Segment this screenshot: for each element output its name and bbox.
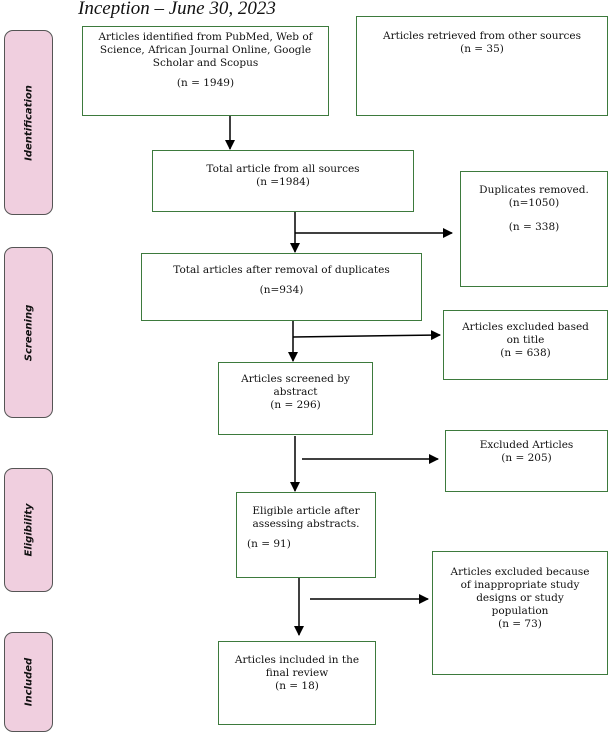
box-identified: Articles identified from PubMed, Web of …: [82, 26, 329, 116]
arrow-to-excluded-title: [292, 330, 441, 341]
box-included-final: Articles included in the final review (n…: [218, 641, 376, 725]
phase-included: Included: [4, 632, 53, 732]
box-excluded: Excluded Articles (n = 205): [445, 430, 608, 492]
diagram-title: Inception – June 30, 2023: [78, 0, 276, 19]
box-excluded-title: Articles excluded based on title (n = 63…: [443, 310, 608, 380]
box-duplicates: Duplicates removed. (n=1050) (n = 338): [460, 171, 608, 287]
box-after-duplicates: Total articles after removal of duplicat…: [141, 253, 422, 321]
phase-screening: Screening: [4, 247, 53, 418]
box-screened: Articles screened by abstract (n = 296): [218, 362, 373, 435]
box-excluded-design: Articles excluded because of inappropria…: [432, 551, 608, 675]
box-total: Total article from all sources (n =1984): [152, 150, 414, 212]
box-eligible: Eligible article after assessing abstrac…: [236, 492, 376, 578]
phase-identification: Identification: [4, 30, 53, 215]
box-other-sources: Articles retrieved from other sources (n…: [356, 16, 608, 116]
phase-eligibility: Eligibility: [4, 468, 53, 592]
